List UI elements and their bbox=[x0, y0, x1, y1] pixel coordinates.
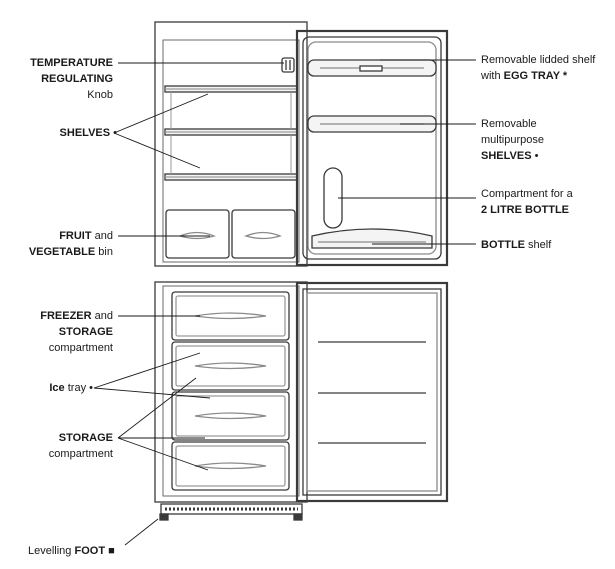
temperature-knob bbox=[281, 57, 295, 73]
door-shelf-egg-tray bbox=[307, 59, 437, 77]
levelling-foot bbox=[159, 513, 169, 521]
label-bottle-comp-line1: Compartment for a bbox=[481, 188, 573, 200]
label-levelling-foot: Levelling FOOT ■ bbox=[28, 543, 115, 559]
fridge-shelf bbox=[164, 128, 298, 136]
leader-storage-3 bbox=[117, 437, 209, 471]
label-freezer-storage: FREEZER and STORAGE compartment bbox=[40, 308, 113, 356]
label-shelves: SHELVES • bbox=[60, 125, 117, 141]
leader-ice-tray-2 bbox=[93, 387, 211, 399]
label-egg-tray-shelf: Removable lidded shelf with EGG TRAY * bbox=[481, 52, 595, 84]
levelling-foot bbox=[293, 513, 303, 521]
plinth-grille bbox=[160, 503, 303, 515]
leader-shelves-2 bbox=[113, 132, 201, 169]
label-multi-line2: multipurpose bbox=[481, 134, 544, 146]
label-storage-line2: compartment bbox=[48, 448, 113, 460]
label-temperature-line1: TEMPERATURE bbox=[30, 57, 113, 69]
label-freezer-bold1: FREEZER bbox=[40, 310, 92, 322]
label-multi-bold: SHELVES bbox=[481, 150, 532, 162]
label-fruit-mid: and bbox=[91, 230, 113, 242]
fridge-shelf bbox=[164, 85, 298, 93]
freezer-door bbox=[295, 281, 449, 503]
label-freezer-mid: and bbox=[91, 310, 113, 322]
label-temperature: TEMPERATURE REGULATING Knob bbox=[30, 55, 113, 103]
fridge-inner bbox=[162, 39, 300, 263]
leader-shelves-1 bbox=[113, 93, 209, 134]
label-freezer-bold2: STORAGE bbox=[58, 326, 113, 338]
freezer-drawer bbox=[171, 341, 290, 391]
label-foot-bold: FOOT bbox=[74, 545, 106, 557]
label-egg-line1: Removable lidded shelf bbox=[481, 54, 596, 66]
label-temperature-line3: Knob bbox=[87, 89, 113, 101]
bullet-marker: • bbox=[110, 127, 117, 139]
freezer-inner bbox=[162, 285, 300, 497]
label-fruit-vegetable: FRUIT and VEGETABLE bin bbox=[29, 228, 113, 260]
freezer-drawer bbox=[171, 441, 290, 491]
square-marker: ■ bbox=[105, 545, 115, 557]
leader-storage-1 bbox=[117, 377, 197, 439]
bullet-marker: • bbox=[86, 382, 93, 394]
label-bottle-compartment: Compartment for a 2 LITRE BOTTLE bbox=[481, 186, 573, 218]
crisper-drawer-right bbox=[231, 209, 296, 259]
label-bottle-comp-bold: 2 LITRE BOTTLE bbox=[481, 204, 569, 216]
freezer-drawer bbox=[171, 391, 290, 441]
label-fruit-bold2: VEGETABLE bbox=[28, 246, 96, 258]
label-temperature-line2: REGULATING bbox=[41, 73, 113, 85]
fridge-shelf bbox=[164, 173, 298, 181]
label-ice-tray: Ice tray • bbox=[49, 380, 93, 396]
label-shelves-text: SHELVES bbox=[59, 127, 111, 139]
label-bottle-shelf-bold: BOTTLE bbox=[481, 239, 525, 251]
label-ice-tray-bold: Ice bbox=[49, 382, 65, 394]
label-multi-line1: Removable bbox=[481, 118, 537, 130]
leader-foot bbox=[124, 518, 159, 546]
label-fruit-tail: bin bbox=[95, 246, 113, 258]
label-storage: STORAGE compartment bbox=[49, 430, 113, 462]
door-shelf-bottle bbox=[311, 228, 433, 249]
label-egg-bold: EGG TRAY bbox=[503, 70, 560, 82]
fridge-door bbox=[295, 29, 449, 267]
bullet-marker: • bbox=[531, 150, 539, 162]
leader-ice-tray-1 bbox=[93, 352, 201, 389]
label-bottle-shelf-tail: shelf bbox=[525, 239, 552, 251]
asterisk-marker: * bbox=[559, 70, 568, 82]
label-multipurpose-shelves: Removable multipurpose SHELVES • bbox=[481, 116, 544, 164]
label-freezer-line3: compartment bbox=[48, 342, 113, 354]
label-ice-tray-tail: tray bbox=[64, 382, 87, 394]
crisper-drawer-left bbox=[165, 209, 230, 259]
label-bottle-shelf: BOTTLE shelf bbox=[481, 237, 551, 253]
label-foot-plain: Levelling bbox=[28, 545, 75, 557]
label-storage-bold: STORAGE bbox=[58, 432, 113, 444]
label-egg-plain: with bbox=[481, 70, 504, 82]
label-fruit-bold1: FRUIT bbox=[59, 230, 92, 242]
fridge-cabinet bbox=[154, 21, 308, 267]
